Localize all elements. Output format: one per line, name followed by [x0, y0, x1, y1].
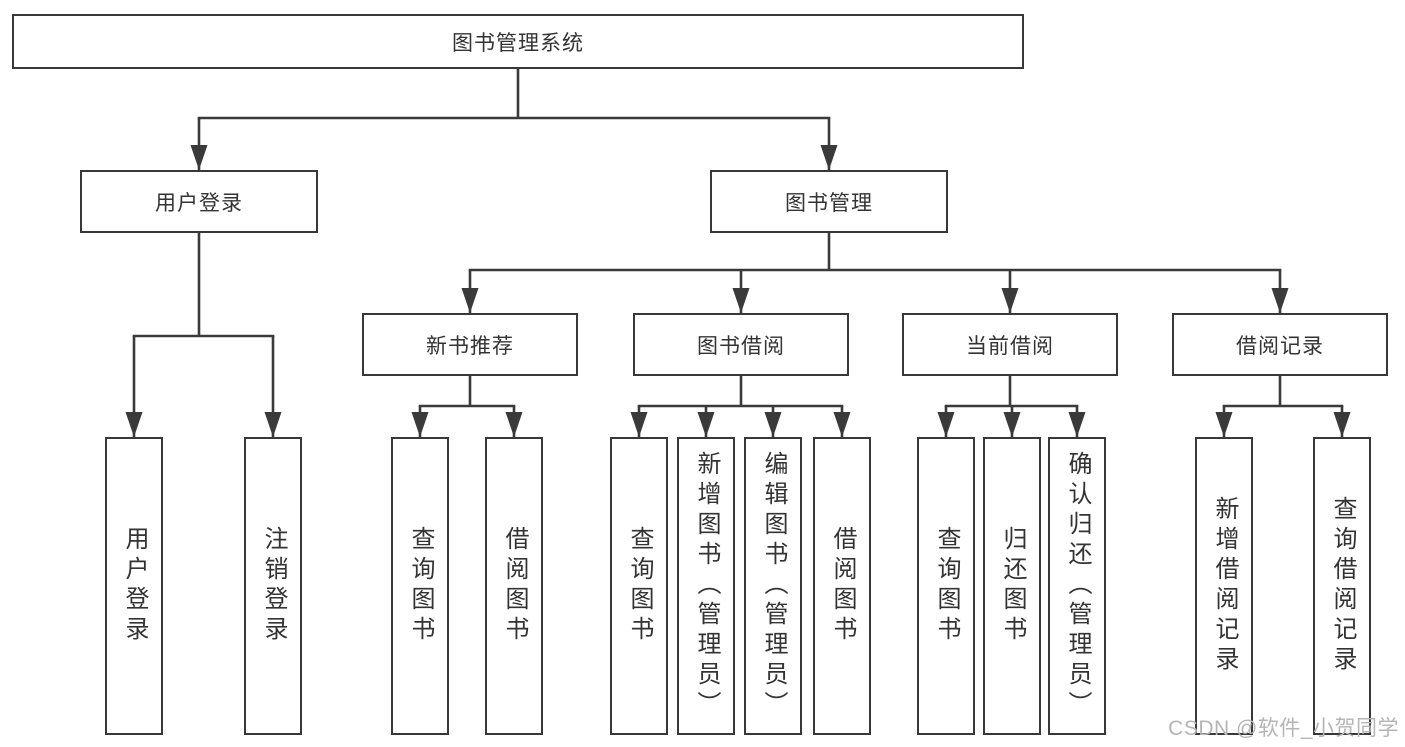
- leaf-return-books: 归还图书: [983, 437, 1041, 735]
- node-label: 图书管理系统: [452, 31, 584, 55]
- leaf-confirm-return-admin: 确认归还（管理员）: [1048, 437, 1106, 735]
- node-library-system: 图书管理系统: [12, 14, 1024, 69]
- node-label: 查询图书: [407, 526, 434, 646]
- node-label: 新增图书（管理员）: [693, 451, 720, 721]
- node-label: 查询借阅记录: [1329, 496, 1356, 676]
- node-user-login: 用户登录: [80, 170, 318, 233]
- node-borrowing-records: 借阅记录: [1172, 313, 1388, 376]
- csdn-watermark: CSDN @软件_小贺同学: [1168, 717, 1399, 740]
- node-label: 用户登录: [155, 191, 243, 215]
- leaf-borrow-books-borrowing: 借阅图书: [813, 437, 871, 735]
- node-label: 新增借阅记录: [1211, 496, 1238, 676]
- node-label: 归还图书: [999, 526, 1026, 646]
- leaf-add-books-admin: 新增图书（管理员）: [677, 437, 735, 735]
- leaf-query-books-current: 查询图书: [917, 437, 975, 735]
- leaf-add-borrow-record: 新增借阅记录: [1195, 437, 1253, 735]
- node-current-borrowing: 当前借阅: [902, 313, 1118, 376]
- node-label: 借阅记录: [1236, 334, 1324, 358]
- node-label: 注销登录: [260, 526, 287, 646]
- node-label: 借阅图书: [501, 526, 528, 646]
- node-label: 图书借阅: [697, 334, 785, 358]
- leaf-query-books-recommend: 查询图书: [391, 437, 449, 735]
- node-label: 确认归还（管理员）: [1064, 451, 1091, 721]
- node-label: 查询图书: [626, 526, 653, 646]
- leaf-query-books-borrowing: 查询图书: [610, 437, 668, 735]
- node-label: 用户登录: [121, 526, 148, 646]
- node-label: 新书推荐: [426, 334, 514, 358]
- leaf-logout-login: 注销登录: [244, 437, 302, 735]
- leaf-user-login: 用户登录: [105, 437, 163, 735]
- node-book-borrowing: 图书借阅: [633, 313, 849, 376]
- leaf-query-borrow-record: 查询借阅记录: [1313, 437, 1371, 735]
- node-label: 图书管理: [785, 191, 873, 215]
- node-label: 查询图书: [933, 526, 960, 646]
- leaf-borrow-books-recommend: 借阅图书: [485, 437, 543, 735]
- node-new-book-recommendation: 新书推荐: [362, 313, 578, 376]
- node-label: 编辑图书（管理员）: [760, 451, 787, 721]
- node-book-management: 图书管理: [710, 170, 948, 233]
- node-label: 借阅图书: [829, 526, 856, 646]
- leaf-edit-books-admin: 编辑图书（管理员）: [744, 437, 802, 735]
- node-label: 当前借阅: [966, 334, 1054, 358]
